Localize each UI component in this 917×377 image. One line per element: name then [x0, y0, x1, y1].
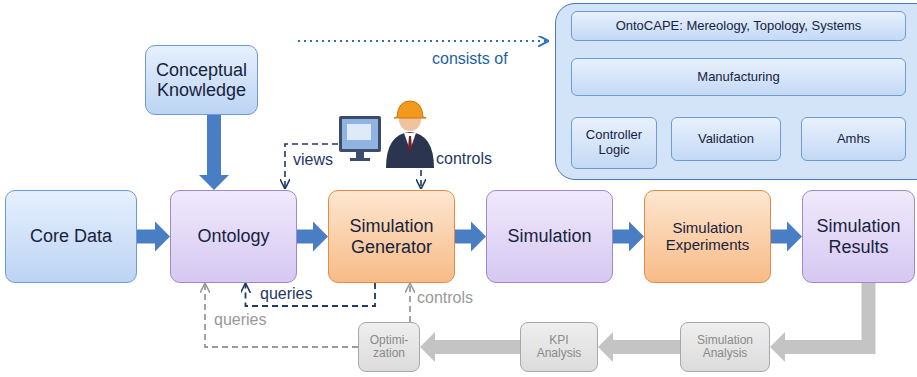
- dashed-arrow: [205, 283, 358, 347]
- body-suit: [386, 132, 434, 168]
- arrow-head: [787, 222, 802, 252]
- monitor-stand: [356, 152, 364, 158]
- flow-arrow: [598, 332, 680, 362]
- arrow-shaft: [137, 230, 155, 244]
- artifact-box: Ontology: [170, 190, 297, 283]
- monitor-frame: [339, 116, 381, 152]
- node-text: Simulation Analysis: [687, 334, 763, 361]
- dashed-arrow: [246, 283, 376, 306]
- flow-arrow: [455, 222, 486, 252]
- dashed-arrow: [298, 41, 549, 42]
- node-text: Ontology: [197, 226, 269, 246]
- module-box: Amhs: [801, 117, 906, 161]
- arrow-head: [199, 175, 229, 190]
- arrow-line: [409, 283, 411, 322]
- hard-hat: [394, 101, 426, 118]
- tie: [408, 136, 412, 151]
- artifact-box: Simulation: [486, 190, 613, 283]
- dashed-arrow: [410, 283, 411, 322]
- engineer-icon: [339, 101, 434, 168]
- controls-line: [420, 170, 422, 189]
- future-step-box: Optimi-zation: [358, 322, 420, 372]
- future-step-box: Simulation Analysis: [680, 322, 770, 372]
- arrow-shaft: [455, 230, 471, 244]
- flow-arrow: [613, 222, 644, 252]
- module-box: Validation: [671, 117, 781, 161]
- connector-label: controls: [415, 289, 475, 307]
- arrow-line: [246, 283, 376, 306]
- flow-arrow: [771, 222, 802, 252]
- module-box: OntoCAPE: Mereology, Topology, Systems: [571, 11, 906, 41]
- monitor-screen: [342, 119, 378, 149]
- arrow-head: [313, 222, 328, 252]
- arrow-shaft: [771, 230, 787, 244]
- flow-arrow: [137, 222, 170, 252]
- flow-arrow: [297, 222, 328, 252]
- node-text: Simulation Generator: [335, 216, 448, 256]
- arrow-shaft: [785, 283, 869, 347]
- node-text: Amhs: [837, 132, 870, 147]
- arrow-head: [155, 222, 170, 252]
- node-text: Simulation Results: [809, 216, 908, 256]
- connector-label: queries: [258, 285, 314, 303]
- future-step-box: KPI Analysis: [520, 322, 598, 372]
- data-box: Core Data: [5, 190, 137, 283]
- node-text: KPI Analysis: [527, 334, 591, 361]
- knowledge-box: Conceptual Knowledge: [145, 45, 258, 115]
- arrow-head: [598, 332, 613, 362]
- node-text: Simulation Experiments: [651, 220, 764, 254]
- monitor-base: [350, 158, 370, 161]
- connector-label: consists of: [430, 50, 510, 68]
- arrow-head: [420, 332, 435, 362]
- action-label: views: [291, 151, 335, 169]
- node-text: Conceptual Knowledge: [152, 60, 251, 100]
- node-text: OntoCAPE: Mereology, Topology, Systems: [616, 19, 862, 34]
- flow-arrow: [420, 332, 520, 362]
- arrow-head: [471, 222, 486, 252]
- arrow-line: [205, 283, 358, 347]
- process-box: Simulation Generator: [328, 190, 455, 283]
- module-box: Controller Logic: [571, 117, 657, 169]
- arrow-head: [629, 222, 644, 252]
- arrow-shaft: [207, 115, 221, 175]
- arrow-shaft: [613, 340, 680, 354]
- arrow-shaft: [613, 230, 629, 244]
- node-text: Core Data: [30, 226, 112, 246]
- artifact-box: Simulation Results: [802, 190, 915, 283]
- process-box: Simulation Experiments: [644, 190, 771, 283]
- ontology-modules-panel: OntoCAPE: Mereology, Topology, SystemsMa…: [555, 3, 917, 180]
- module-box: Manufacturing: [571, 58, 906, 96]
- views-line: [285, 144, 338, 189]
- flow-arrow: [199, 115, 229, 190]
- action-label: controls: [434, 150, 494, 168]
- arrow-shaft: [297, 230, 313, 244]
- node-text: Simulation: [507, 226, 591, 246]
- flow-arrow: [770, 283, 869, 362]
- connector-label: queries: [212, 311, 268, 329]
- arrow-head: [770, 332, 785, 362]
- node-text: Manufacturing: [697, 70, 779, 85]
- node-text: Optimi-zation: [365, 334, 413, 361]
- node-text: Validation: [698, 132, 754, 147]
- node-text: Controller Logic: [578, 128, 650, 157]
- screen-window: [347, 124, 371, 140]
- arrow-line: [298, 40, 549, 42]
- shirt: [404, 133, 416, 150]
- arrow-shaft: [435, 340, 520, 354]
